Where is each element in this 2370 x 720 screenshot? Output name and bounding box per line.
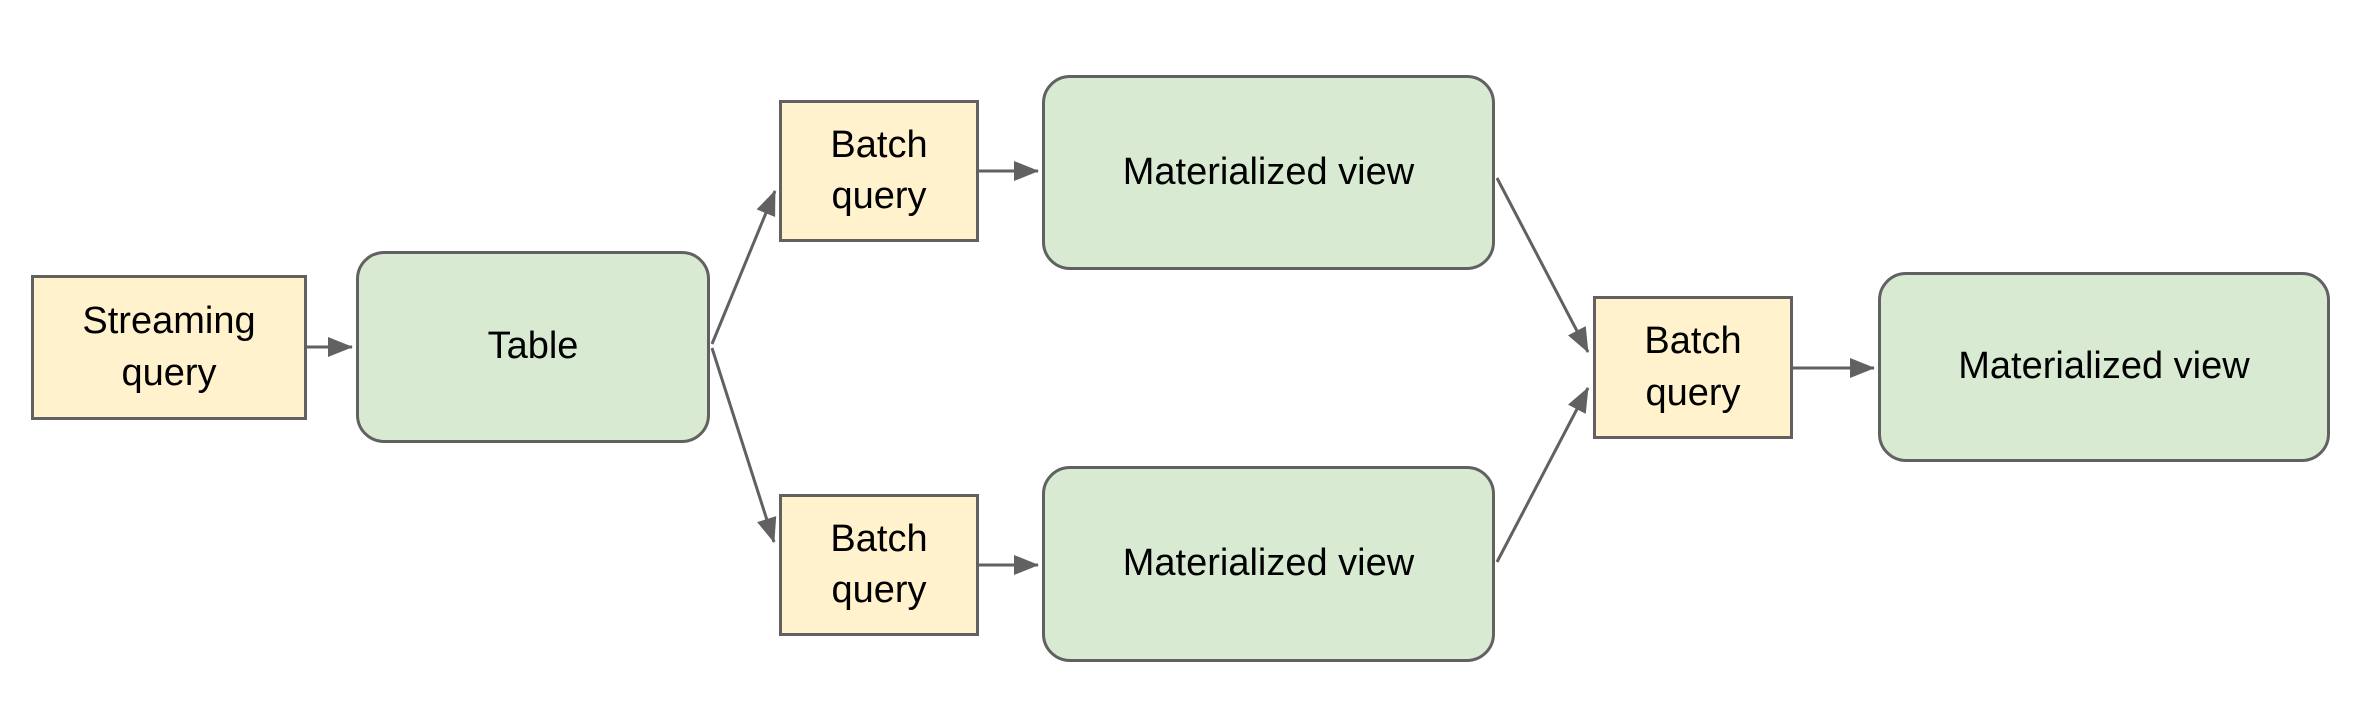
arrow-table-to-batch-query-bottom (710, 347, 777, 543)
node-materialized-view-final-label: Materialized view (1958, 345, 2250, 388)
node-table-label: Table (487, 325, 579, 368)
node-batch-query-bottom-label: Batch query (830, 517, 928, 611)
node-batch-query-top: Batch query (779, 100, 979, 242)
node-streaming-query: Streaming query (31, 275, 307, 420)
node-materialized-view-top: Materialized view (1042, 75, 1495, 270)
node-materialized-view-bottom-label: Materialized view (1122, 542, 1415, 585)
arrow-materialized-view-bottom-to-batch-query-final (1495, 387, 1590, 563)
node-batch-query-final-label: Batch query (1644, 320, 1742, 414)
node-streaming-query-label: Streaming query (82, 300, 256, 394)
node-table: Table (356, 251, 710, 443)
node-batch-query-top-label: Batch query (830, 123, 928, 217)
node-batch-query-bottom: Batch query (779, 494, 979, 636)
node-batch-query-final: Batch query (1593, 296, 1793, 439)
node-materialized-view-final: Materialized view (1878, 272, 2330, 462)
node-materialized-view-top-label: Materialized view (1122, 150, 1415, 193)
arrow-table-to-batch-query-top (710, 190, 777, 345)
arrow-materialized-view-top-to-batch-query-final (1495, 177, 1590, 353)
node-materialized-view-bottom: Materialized view (1042, 466, 1495, 662)
